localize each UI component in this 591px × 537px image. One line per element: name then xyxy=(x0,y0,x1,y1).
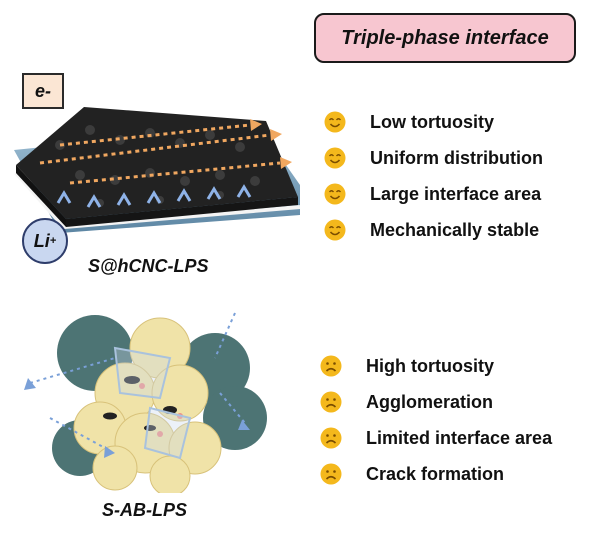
bottom-caption: S-AB-LPS xyxy=(102,500,187,520)
bad-feature-item: High tortuosity xyxy=(320,348,552,384)
smile-icon xyxy=(324,111,346,133)
electron-path-arrows xyxy=(39,123,281,185)
frown-icon xyxy=(320,391,342,413)
good-features-list: Low tortuosity Uniform distribution Larg… xyxy=(324,104,543,248)
good-feature-item: Low tortuosity xyxy=(324,104,543,140)
good-feature-item: Uniform distribution xyxy=(324,140,543,176)
carbon-network-layer xyxy=(16,107,298,219)
bad-feature-text: Agglomeration xyxy=(366,391,494,412)
smile-icon xyxy=(324,147,346,169)
bad-feature-item: Limited interface area xyxy=(320,420,552,456)
electron-label-box: e- xyxy=(22,73,64,109)
good-feature-item: Large interface area xyxy=(324,176,543,212)
bad-feature-text: High tortuosity xyxy=(366,355,494,376)
smile-icon xyxy=(324,219,346,241)
frown-icon xyxy=(320,427,342,449)
good-feature-text: Large interface area xyxy=(370,183,542,204)
bad-feature-item: Crack formation xyxy=(320,456,552,492)
crack-regions xyxy=(113,346,192,460)
ion-path-arrows xyxy=(56,184,252,208)
bad-features-list: High tortuosity Agglomeration Limited in… xyxy=(320,348,552,492)
good-feature-text: Mechanically stable xyxy=(370,219,540,240)
good-feature-text: Uniform distribution xyxy=(370,147,543,168)
title-box: Triple-phase interface xyxy=(314,13,576,63)
bad-feature-item: Agglomeration xyxy=(320,384,552,420)
ab-agglomerate-illustration xyxy=(24,312,267,493)
bad-feature-text: Limited interface area xyxy=(366,427,553,448)
electron-label: e- xyxy=(34,80,51,101)
lithium-ion-label: Li+ xyxy=(22,218,68,264)
lithium-label-sup: + xyxy=(49,235,57,247)
hcnc-structure-illustration xyxy=(14,107,301,233)
interface-line xyxy=(14,171,301,230)
frown-icon xyxy=(320,463,342,485)
tortuous-paths xyxy=(29,312,246,449)
smile-icon xyxy=(324,183,346,205)
lithium-label-base: Li xyxy=(33,230,50,251)
bad-feature-text: Crack formation xyxy=(366,463,505,484)
good-feature-item: Mechanically stable xyxy=(324,212,543,248)
top-caption: S@hCNC-LPS xyxy=(88,256,209,276)
good-feature-text: Low tortuosity xyxy=(370,111,494,132)
title-text: Triple-phase interface xyxy=(341,26,549,49)
frown-icon xyxy=(320,355,342,377)
